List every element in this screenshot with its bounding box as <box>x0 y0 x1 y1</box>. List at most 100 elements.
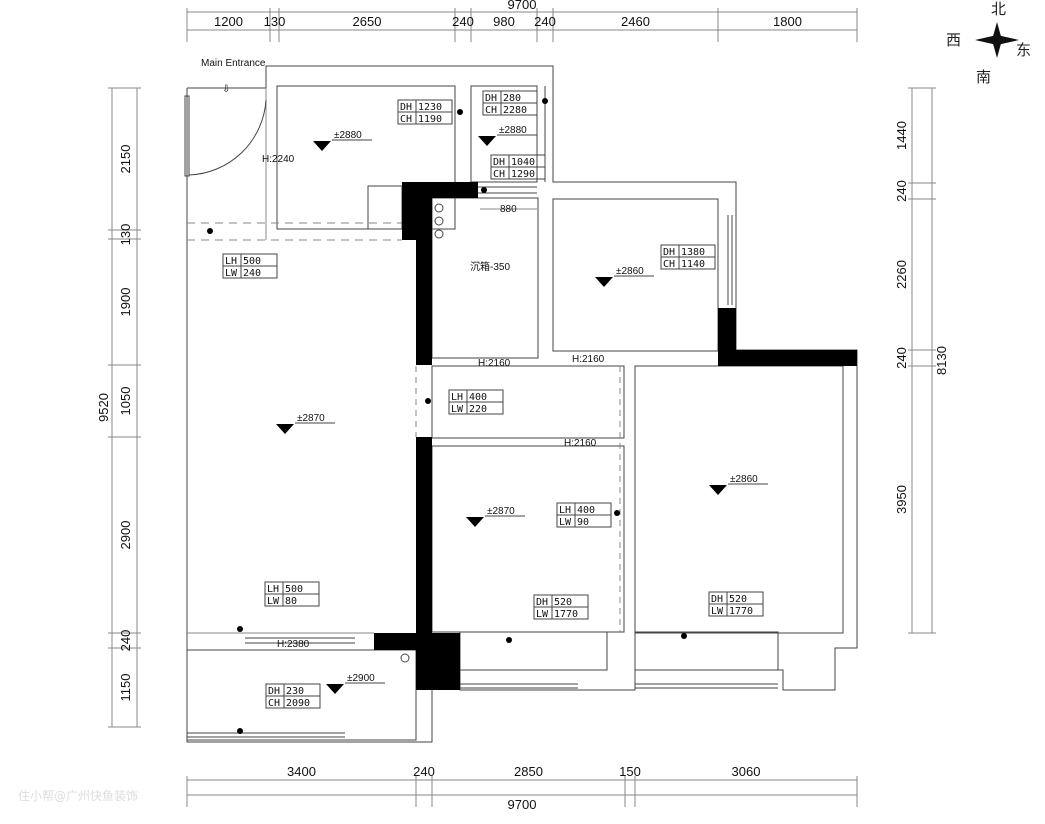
left-dim-segment: 240 <box>118 630 133 652</box>
watermark: 住小帮@广州快鱼装饰 <box>18 789 138 803</box>
fixture-point-icon <box>681 633 687 639</box>
tag-v1: 500 <box>243 256 261 267</box>
tag-k2: LW <box>267 596 280 607</box>
tag-v2: 1770 <box>729 606 753 617</box>
tag-k1: LH <box>225 256 237 267</box>
tag-k2: LW <box>559 517 572 528</box>
tag-v2: 80 <box>285 596 297 607</box>
left-dim-segment: 130 <box>118 224 133 246</box>
bottom-dim-segment: 3060 <box>732 764 761 779</box>
elevation-marker-icon <box>478 136 496 146</box>
tag-k2: LW <box>225 268 238 279</box>
fixture-point-icon <box>506 637 512 643</box>
tag-k2: LW <box>711 606 724 617</box>
left-dim-segment: 2900 <box>118 521 133 550</box>
elevation-marker-icon <box>595 277 613 287</box>
left-dim-segment: 2150 <box>118 145 133 174</box>
elevation-label: ±2870 <box>297 413 325 424</box>
tag-v1: 400 <box>469 392 487 403</box>
tag-v1: 500 <box>285 584 303 595</box>
tag-k2: CH <box>400 114 412 125</box>
elevation-label: ±2870 <box>487 506 515 517</box>
bottom-dim-segment: 3400 <box>287 764 316 779</box>
elevation-marker-icon <box>313 141 331 151</box>
tag-k1: DH <box>485 93 497 104</box>
tag-k2: LW <box>451 404 464 415</box>
right-dim-segment: 2260 <box>894 260 909 289</box>
sunken-label: 沉箱-350 <box>470 260 510 273</box>
tag-v2: 240 <box>243 268 261 279</box>
elevation-label: ±2860 <box>730 474 758 485</box>
height-label: H:2160 <box>564 438 597 449</box>
left-dim-segment: 1050 <box>118 387 133 416</box>
right-dim-segment: 1440 <box>894 121 909 150</box>
elevation-marker-icon <box>709 485 727 495</box>
elevation-marker-icon <box>466 517 484 527</box>
top-dim-segment: 240 <box>534 14 556 29</box>
left-dim-segment: 1150 <box>118 674 133 702</box>
compass-west: 西 <box>946 31 961 49</box>
tag-v2: 1290 <box>511 169 535 180</box>
fixture-point-icon <box>457 109 463 115</box>
tag-k2: CH <box>493 169 505 180</box>
tag-v2: 220 <box>469 404 487 415</box>
tag-k2: CH <box>663 259 675 270</box>
tag-k1: DH <box>663 247 675 258</box>
left-dim-total: 9520 <box>96 393 111 422</box>
right-dim-segment: 240 <box>894 347 909 369</box>
plan-labels: ±2880±2880±2860±2870±2870±2860±2900H:224… <box>207 90 768 734</box>
height-label: H:2160 <box>572 354 605 365</box>
elevation-marker-icon <box>326 684 344 694</box>
top-dim-total: 9700 <box>508 0 537 12</box>
tag-v1: 520 <box>729 594 747 605</box>
tag-v2: 1190 <box>418 114 442 125</box>
top-dim-segment: 130 <box>264 14 286 29</box>
tag-k2: CH <box>485 105 497 116</box>
tag-v1: 1380 <box>681 247 705 258</box>
top-dim-segment: 1800 <box>773 14 802 29</box>
tag-v2: 1140 <box>681 259 705 270</box>
bottom-dim-total: 9700 <box>508 797 537 812</box>
fixture-point-icon <box>481 187 487 193</box>
tag-k2: LW <box>536 609 549 620</box>
bottom-dim-segment: 2850 <box>514 764 543 779</box>
tag-k1: LH <box>267 584 279 595</box>
compass-rose: 北 南 西 东 <box>946 0 1031 86</box>
tag-k1: DH <box>268 686 280 697</box>
tag-k1: DH <box>536 597 548 608</box>
height-label: H:2240 <box>262 154 295 165</box>
tag-v1: 230 <box>286 686 304 697</box>
fixture-point-icon <box>237 626 243 632</box>
right-dim-segment: 3950 <box>894 485 909 514</box>
tag-v2: 2090 <box>286 698 310 709</box>
fixture-point-icon <box>425 398 431 404</box>
structural-walls <box>374 182 857 690</box>
tag-v2: 2280 <box>503 105 527 116</box>
left-dim-segment: 1900 <box>118 288 133 317</box>
top-dim-segment: 240 <box>452 14 474 29</box>
top-dim-segment: 2650 <box>353 14 382 29</box>
tag-v1: 520 <box>554 597 572 608</box>
tag-v1: 280 <box>503 93 521 104</box>
entrance-arrow-icon: ⇩ <box>222 84 230 95</box>
height-label: H:2380 <box>277 639 310 650</box>
fixture-point-icon <box>207 228 213 234</box>
tag-k1: LH <box>451 392 463 403</box>
fixture-point-icon <box>614 510 620 516</box>
compass-south: 南 <box>976 68 991 86</box>
elevation-label: ±2860 <box>616 266 644 277</box>
right-dim-segment: 240 <box>894 180 909 202</box>
tag-v1: 1040 <box>511 157 535 168</box>
tag-v1: 1230 <box>418 102 442 113</box>
compass-north: 北 <box>991 0 1006 18</box>
tag-k1: DH <box>400 102 412 113</box>
